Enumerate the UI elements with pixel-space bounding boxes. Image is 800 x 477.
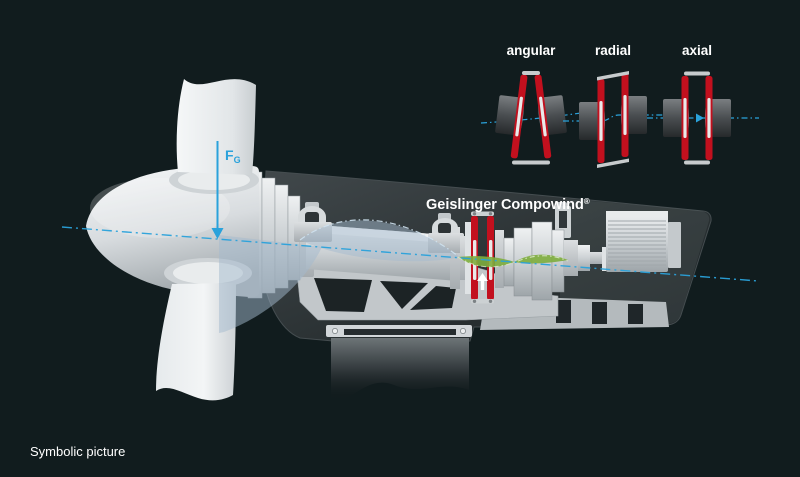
link-top (597, 71, 629, 81)
coupling-diagram-angular (480, 71, 582, 165)
footer-note: Symbolic picture (30, 444, 125, 459)
generator (606, 211, 681, 272)
label-axial: axial (682, 43, 712, 58)
truss-cutout (380, 281, 428, 309)
link-top (684, 71, 710, 76)
truss-cutout (314, 278, 372, 312)
gravity-force-label: FG (225, 147, 241, 165)
shaft-deflection-curve (299, 219, 459, 257)
deflection-sail (219, 235, 322, 333)
radial-left-half (579, 79, 605, 163)
yaw-bolt (460, 328, 466, 334)
axial-direction-arrow-icon (696, 113, 704, 123)
link-top (522, 71, 540, 75)
generator-end-box (668, 222, 681, 268)
coupling-link-bottom (471, 299, 494, 304)
frame-slot (556, 300, 571, 323)
frame-slot (628, 304, 643, 324)
generator-shaft (590, 252, 604, 264)
blade-down (156, 283, 236, 401)
blade-up (176, 79, 256, 175)
radial-right-half (621, 73, 647, 157)
link-bottom (597, 158, 629, 168)
angular-right-half (534, 74, 567, 159)
axial-motion-arrow-icon (477, 273, 488, 290)
frame-slot (592, 302, 607, 324)
link-bottom (684, 160, 710, 165)
gravity-force-arrow: FG (211, 141, 241, 239)
link-bottom (512, 160, 550, 165)
coupling-diagram-axial (647, 71, 759, 165)
drivetrain-centerline (61, 226, 759, 282)
rotor-hub (86, 79, 259, 401)
label-angular: angular (507, 43, 557, 58)
truss-cutout (410, 286, 456, 310)
coupling-diagram-radial (563, 71, 663, 168)
axial-left-half (663, 76, 689, 160)
coupling-link-top (471, 211, 494, 216)
label-radial: radial (595, 43, 631, 58)
axial-right-half (705, 76, 731, 160)
shaft-deflection-wave (300, 220, 460, 262)
main-bearing-rear (428, 213, 464, 253)
generator-fins (608, 220, 666, 266)
angular-left-half (495, 74, 528, 159)
compensated-deflection-wave (457, 254, 569, 268)
yaw-bolt (332, 328, 338, 334)
tower-top (331, 338, 469, 401)
product-label: Geislinger Compowind® (426, 197, 590, 213)
